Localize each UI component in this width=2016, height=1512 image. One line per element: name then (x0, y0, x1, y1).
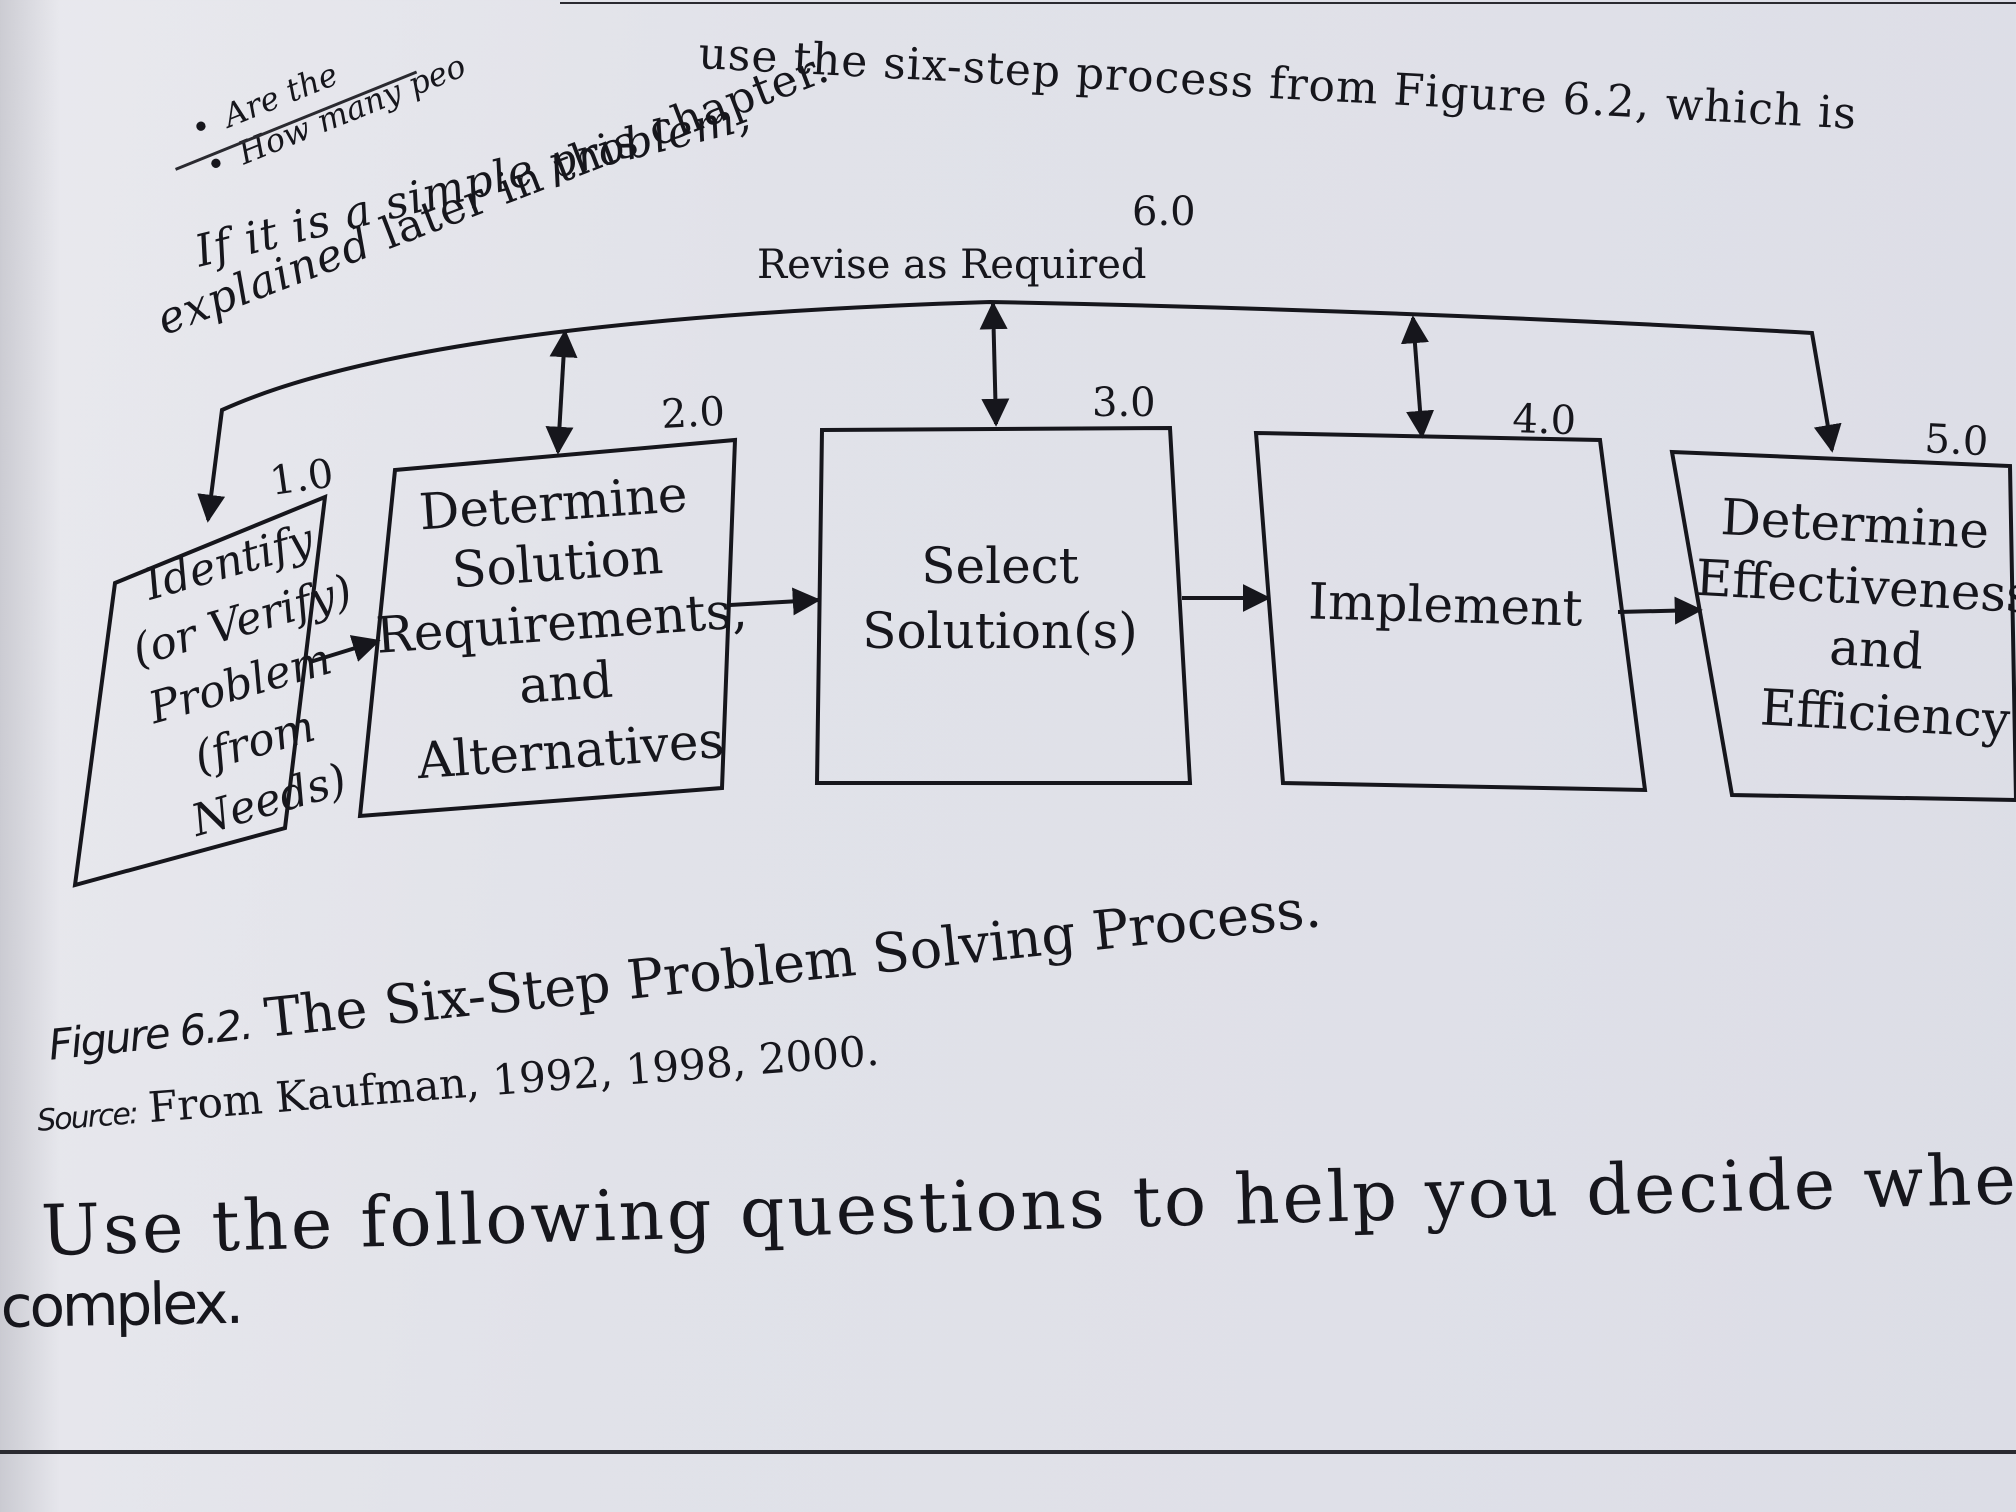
revise-arrow-step3 (979, 301, 1010, 427)
step-box (814, 425, 1193, 785)
step-box (1253, 430, 1648, 793)
step-3: 3.0 Select Solution(s) (814, 380, 1193, 785)
step-2: 2.0 Determine Solution Requirements, and… (357, 389, 749, 819)
step-number: 2.0 (660, 389, 726, 438)
step-label-line: Alternatives (414, 711, 726, 790)
step-label-line: Implement (1308, 572, 1583, 637)
revise-label: Revise as Required (757, 242, 1147, 288)
step-label-line: Effectiveness (1694, 549, 2016, 625)
step-label-line: Select (921, 537, 1079, 595)
step-number: 4.0 (1512, 396, 1577, 444)
step-number: 5.0 (1923, 416, 1989, 465)
bottom-rule (0, 1450, 2016, 1454)
source-label: Source: (35, 1096, 139, 1139)
step-4: 4.0 Implement (1253, 396, 1648, 793)
flow-arrow (1617, 596, 1703, 625)
step-number: 3.0 (1092, 380, 1156, 426)
step-label-line: and (1828, 618, 1925, 681)
step-box (72, 493, 328, 888)
revise-loop: 6.0 Revise as Required (197, 189, 1842, 523)
top-rule (560, 2, 2016, 4)
step-number: 1.0 (267, 450, 336, 504)
flow-arrow (729, 587, 821, 616)
flow-arrow (309, 635, 381, 664)
revise-arrow-step4 (1400, 315, 1435, 439)
step-label-line: Efficiency (1759, 678, 2012, 749)
step-label-line: and (517, 651, 615, 715)
step-box (1669, 449, 2016, 803)
body-paragraph-line: complex. (0, 1268, 242, 1341)
flow-arrows (309, 584, 1703, 664)
step-label-line: Determine (1719, 488, 1990, 560)
step-label-line: Requirements, (374, 581, 749, 665)
page-shadow (0, 0, 60, 1512)
revise-arrow-step2 (545, 329, 578, 455)
revise-number: 6.0 (1132, 189, 1196, 235)
step-label-line: Solution(s) (862, 602, 1138, 660)
step-1: 1.0 Identify (or Verify) Problem (from N… (72, 450, 358, 888)
step-5: 5.0 Determine Effectiveness and Efficien… (1669, 416, 2016, 803)
step-box (357, 437, 738, 819)
